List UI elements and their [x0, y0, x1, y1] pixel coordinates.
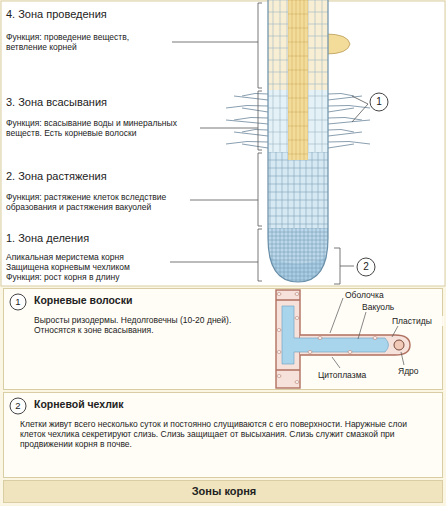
panel-heading: Корневой чехлик: [34, 398, 334, 411]
panel-body: Клетки живут всего несколько суток и пос…: [20, 419, 432, 450]
panel-heading: Зоны корня: [4, 485, 444, 498]
callout-circle: 2: [356, 257, 376, 277]
zone-heading: 3. Зона всасывания: [6, 96, 206, 109]
band-ground: [3, 480, 443, 503]
info-panel: Корневой чехликКлетки живут всего нескол…: [3, 392, 443, 478]
zone-heading: 4. Зона проведения: [6, 8, 206, 21]
callout-number: 2: [9, 397, 27, 415]
part-label: Ядро: [398, 366, 438, 376]
panel-ground: [3, 392, 443, 478]
zone-heading: 1. Зона деления: [6, 232, 206, 245]
zone-function: Функция: всасывание воды и минеральных в…: [6, 118, 196, 138]
panel-heading: Корневые волоски: [34, 294, 234, 307]
zone-heading: 2. Зона растяжения: [6, 170, 206, 183]
callout-circle: 2: [9, 397, 27, 415]
part-label: Цитоплазма: [318, 370, 388, 380]
zone-brackets: [170, 3, 368, 284]
part-label: Пластиды: [392, 316, 444, 326]
callout-number: 1: [369, 92, 389, 112]
part-label: Оболочка: [345, 290, 415, 300]
callout-number: 1: [9, 293, 27, 311]
callout-circle: 1: [369, 92, 389, 112]
zone-function: Функция: растяжение клеток вследствие об…: [6, 192, 186, 212]
part-label: Вакуоль: [362, 302, 422, 312]
callout-circle: 1: [9, 293, 27, 311]
title-band: Зоны корня: [3, 480, 443, 503]
panel-ground: [3, 288, 443, 390]
root-body: [260, 0, 340, 290]
callout-number: 2: [356, 257, 376, 277]
top-panel: [1, 1, 445, 286]
lateral-root: [326, 34, 350, 54]
zone-function: Функция: проведение веществ, ветвление к…: [6, 32, 166, 52]
zone-function: Апикальная меристема корня Защищена корн…: [6, 252, 166, 283]
panel-body: Выросты ризодермы. Недолговечны (10-20 д…: [34, 315, 234, 335]
